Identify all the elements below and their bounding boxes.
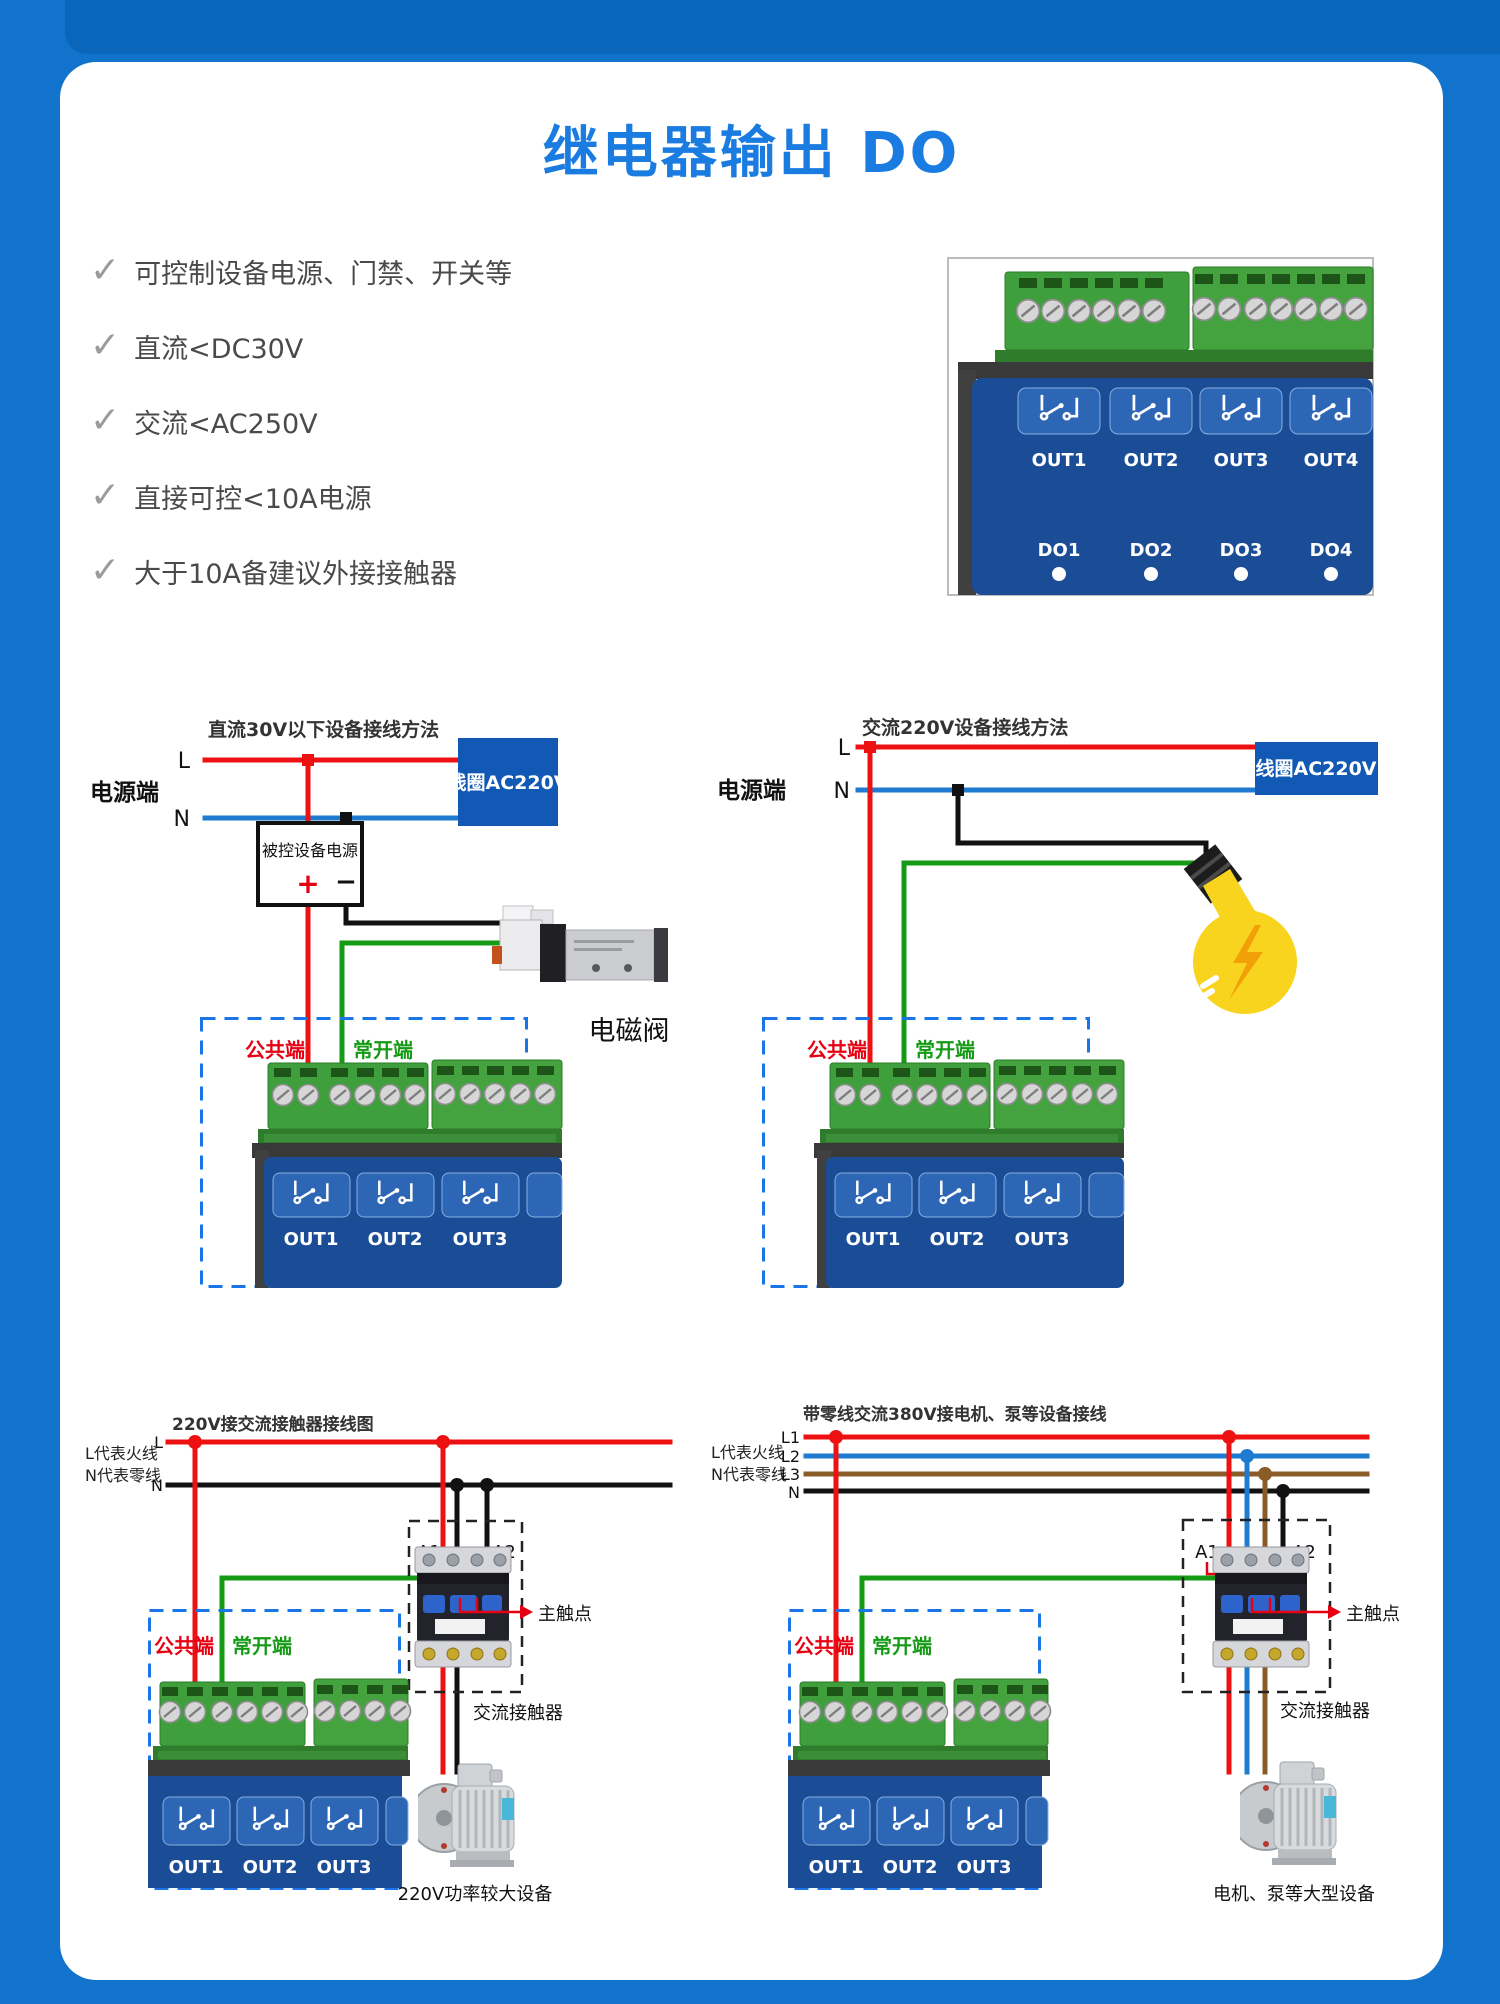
feature-item: ✓可控制设备电源、门禁、开关等 [90, 250, 513, 291]
d1-device-power-box [256, 821, 364, 907]
photo-do4: DO4 [1310, 540, 1353, 561]
relay-module [148, 1611, 411, 1889]
solenoid-valve [492, 905, 668, 982]
d2-title: 交流220V设备接线方法 [862, 716, 1068, 739]
top-banner-strip [65, 0, 1500, 54]
feature-list: ✓可控制设备电源、门禁、开关等 ✓直流<DC30V ✓交流<AC250V ✓直接… [90, 248, 512, 623]
d1-line-n-label: N [174, 807, 190, 832]
ac-contactor [1212, 1546, 1310, 1668]
d1-coil-box [458, 738, 558, 826]
d3-main-contact-annotation [458, 1598, 533, 1619]
feature-item: ✓交流<AC250V [90, 400, 318, 441]
motor [418, 1762, 516, 1869]
photo-do2: DO2 [1130, 540, 1173, 561]
motor [1240, 1760, 1338, 1867]
d1-power-label: 电源端 [90, 780, 159, 806]
diagram-dc30: 直流30V以下设备接线方法 电源端 L N 线圈AC220V 被控设备电源 + … [90, 718, 670, 1288]
d1-line-l-label: L [178, 749, 191, 774]
relay-module [788, 1611, 1051, 1889]
checkmark-icon: ✓ [90, 550, 121, 591]
d2-coil-box [1255, 742, 1378, 795]
d4-l2-label: L2 [781, 1447, 800, 1466]
relay-channel-icons [1017, 387, 1373, 435]
d4-main-contact-label: 主触点 [1346, 1604, 1400, 1625]
checkmark-icon: ✓ [90, 475, 121, 516]
d4-contactor-label: 交流接触器 [1280, 1701, 1370, 1722]
d4-title: 带零线交流380V接电机、泵等设备接线 [803, 1404, 1107, 1425]
d2-black-wire [955, 787, 1209, 865]
diagram-ac220: 交流220V设备接线方法 电源端 L N 线圈AC220V [717, 716, 1378, 1288]
d3-title: 220V接交流接触器接线图 [172, 1414, 374, 1435]
checkmark-icon: ✓ [90, 250, 121, 291]
d2-power-label: 电源端 [717, 778, 786, 804]
checkmark-icon: ✓ [90, 325, 121, 366]
d1-minus: − [335, 867, 357, 897]
d3-main-contact-label: 主触点 [538, 1604, 592, 1625]
diagram-contactor-220: 220V接交流接触器接线图 L代表火线 N代表零线 L N A1 A2 [85, 1414, 673, 1905]
d4-legend-live: L代表火线 [711, 1443, 784, 1462]
d4-n-label: N [788, 1483, 800, 1502]
d3-legend-live: L代表火线 [85, 1444, 158, 1463]
d4-l3-label: L3 [781, 1465, 800, 1484]
photo-do1: DO1 [1038, 540, 1081, 561]
d3-line-l-label: L [154, 1433, 163, 1452]
d4-contactor-dashed-box [1181, 1518, 1332, 1694]
d1-black-wire [343, 895, 513, 926]
relay-module [202, 1019, 563, 1289]
d1-coil-label: 线圈AC220V [447, 771, 568, 794]
checkmark-icon: ✓ [90, 400, 121, 441]
d1-valve-label: 电磁阀 [589, 1016, 670, 1047]
d3-device-label: 220V功率较大设备 [398, 1884, 553, 1905]
relay-module [764, 1019, 1125, 1289]
d2-line-l-label: L [838, 736, 851, 761]
light-bulb [1183, 844, 1297, 1014]
d4-l1-label: L1 [781, 1428, 800, 1447]
page-title: 继电器输出 DO [542, 121, 961, 186]
d2-coil-label: 线圈AC220V [1255, 757, 1376, 780]
photo-out4: OUT4 [1304, 450, 1359, 471]
d4-legend-neutral: N代表零线 [711, 1465, 787, 1484]
d3-legend-neutral: N代表零线 [85, 1466, 161, 1485]
d4-device-label: 电机、泵等大型设备 [1213, 1884, 1375, 1905]
d1-device-power-label: 被控设备电源 [262, 841, 358, 860]
do-led-indicators [1052, 567, 1338, 581]
photo-out2: OUT2 [1124, 450, 1179, 471]
d1-title: 直流30V以下设备接线方法 [208, 718, 439, 741]
d3-line-n-label: N [151, 1476, 163, 1495]
photo-out1: OUT1 [1032, 450, 1087, 471]
feature-item: ✓大于10A备建议外接接触器 [90, 550, 457, 591]
feature-item: ✓直流<DC30V [90, 325, 304, 366]
diagram-380v: 带零线交流380V接电机、泵等设备接线 L代表火线 N代表零线 L1 L2 L3… [711, 1404, 1400, 1905]
d2-line-n-label: N [834, 779, 850, 804]
d3-contactor-label: 交流接触器 [473, 1703, 563, 1724]
d4-main-contact-annotation [1250, 1598, 1341, 1619]
photo-out3: OUT3 [1214, 450, 1269, 471]
photo-do3: DO3 [1220, 540, 1263, 561]
feature-item: ✓直接可控<10A电源 [90, 475, 372, 516]
ac-contactor [414, 1546, 512, 1668]
d1-plus: + [296, 867, 319, 900]
product-photo: OUT1 OUT2 OUT3 OUT4 DO1 DO2 DO3 DO4 [947, 257, 1374, 596]
